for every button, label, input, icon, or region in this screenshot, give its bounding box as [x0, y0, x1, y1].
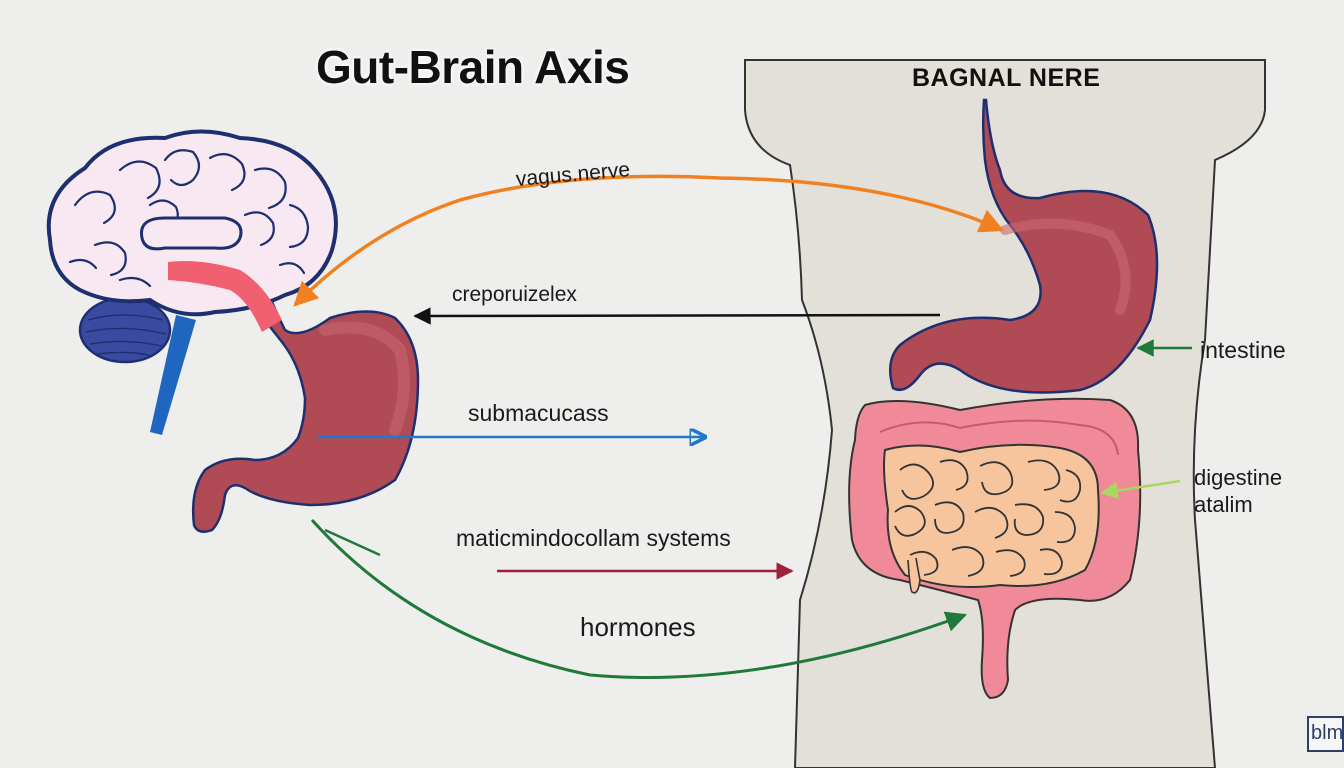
label-submacucass: submacucass — [468, 400, 609, 426]
label-intestine: intestine — [1200, 337, 1286, 363]
watermark-logo: blm — [1307, 716, 1344, 752]
vagus-nerve-arrow — [293, 174, 1005, 307]
digestine-pointer — [1100, 479, 1181, 500]
intestines — [848, 397, 1142, 700]
hormones-arrow-barb — [324, 528, 381, 557]
body-stomach — [888, 98, 1159, 394]
label-atalim: atalim — [1194, 492, 1253, 517]
left-stomach — [191, 271, 420, 533]
creporuizelex-arrow — [413, 307, 941, 325]
label-digestine: digestine — [1194, 465, 1283, 490]
hormones-arrow — [310, 518, 967, 679]
diagram-subtitle: BAGNAL NERE — [912, 64, 1101, 92]
diagram-title: Gut-Brain Axis — [316, 41, 630, 93]
label-maticmindocollam: maticmindocollam systems — [456, 525, 731, 551]
brain — [46, 129, 338, 435]
label-digestine-group: digestine atalim — [1194, 464, 1282, 518]
label-hormones: hormones — [580, 612, 696, 642]
label-creporuizelex: creporuizelex — [452, 283, 577, 306]
